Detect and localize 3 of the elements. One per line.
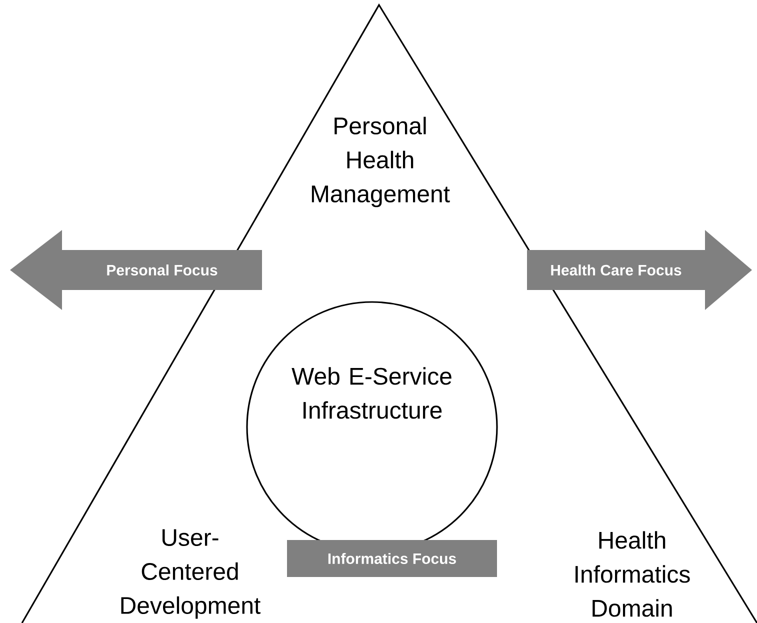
region-label: Health Informatics Domain	[576, 531, 690, 617]
label-box: Informatics Focus	[287, 540, 497, 577]
region-label: Personal Health Management	[312, 116, 450, 208]
